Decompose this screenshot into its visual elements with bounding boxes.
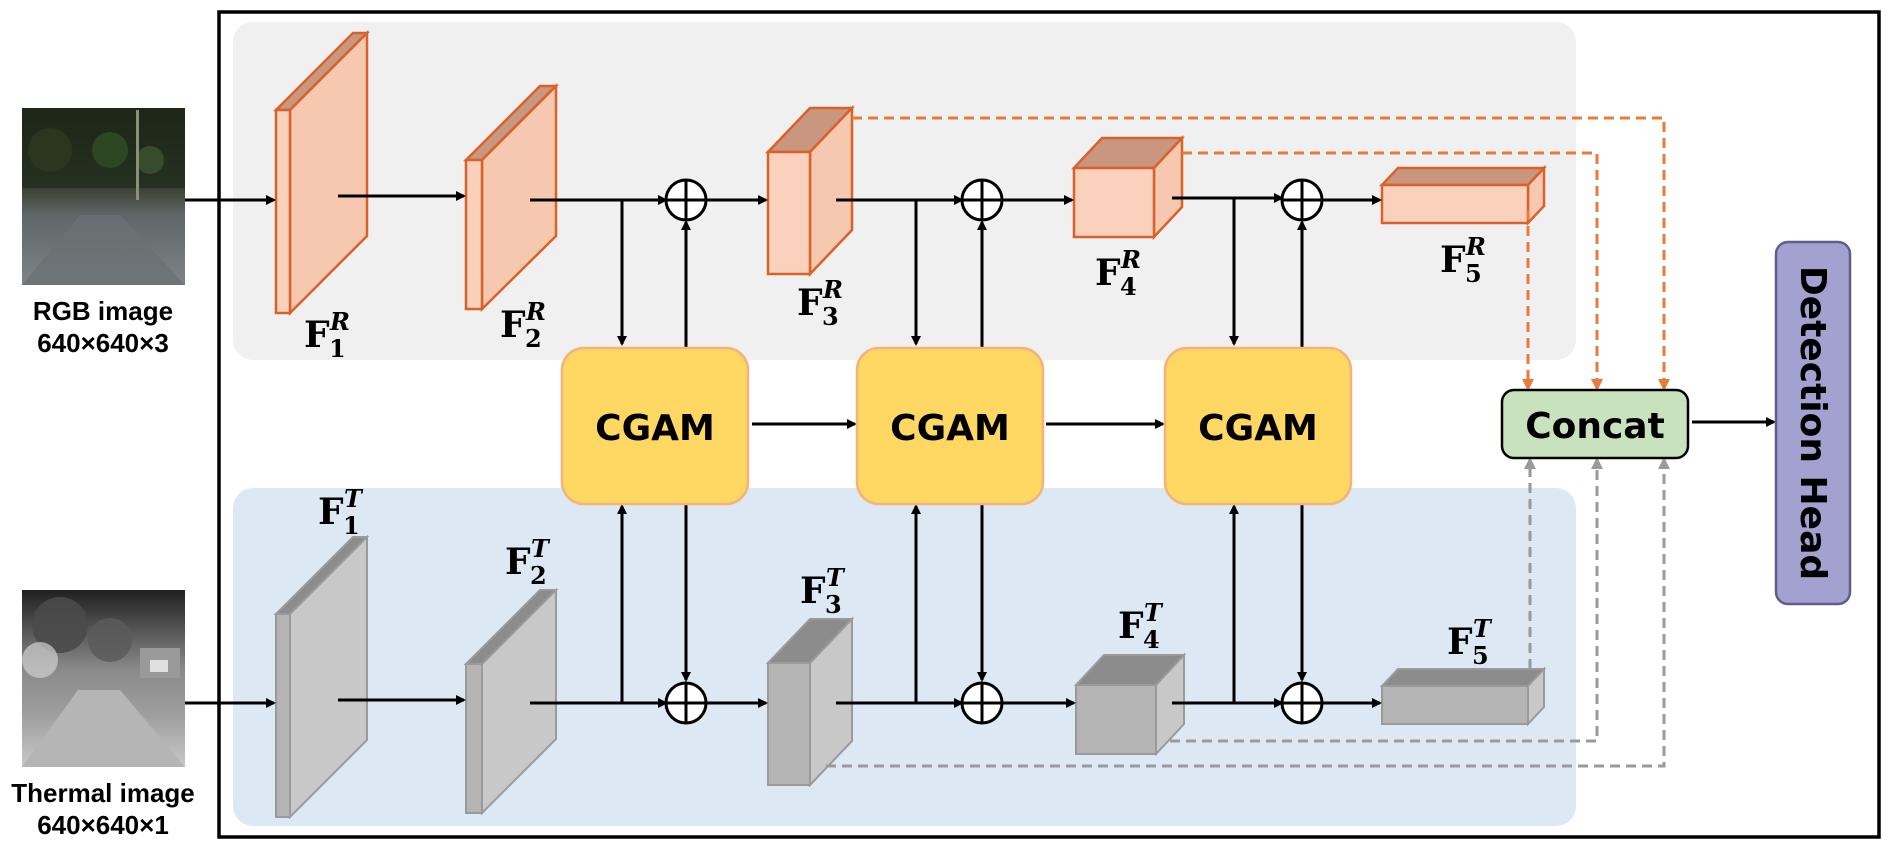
feature-label-rgb-2: F 2 R — [500, 297, 546, 353]
feature-block-thermal-1 — [273, 534, 370, 820]
feature-label-main: F — [1095, 252, 1121, 294]
cgam-module-2: CGAM — [855, 346, 1045, 506]
outer-frame — [217, 10, 1881, 839]
feature-label-sup: T — [344, 484, 364, 513]
thermal-stream-panel — [233, 488, 1576, 826]
feature-block-thermal-2 — [463, 587, 559, 816]
feature-label-rgb-5: F 5 R — [1440, 232, 1486, 288]
rgb-stream-arrows — [185, 191, 1382, 348]
thermal-dashed-connections — [826, 457, 1670, 768]
thermal-input-label: Thermal image — [11, 778, 195, 808]
cgam-label: CGAM — [1198, 408, 1318, 449]
feature-label-main: F — [500, 304, 526, 346]
feature-label-sup: R — [525, 297, 546, 326]
feature-label-sub: 5 — [1472, 641, 1489, 670]
thermal-input-size: 640×640×1 — [37, 810, 169, 840]
feature-label-sub: 3 — [825, 590, 842, 619]
feature-label-thermal-4: F 4 T — [1118, 598, 1164, 654]
sum-node-thermal-3 — [1280, 681, 1324, 725]
feature-label-sub: 4 — [1120, 272, 1137, 301]
rgb-stream-panel — [233, 22, 1576, 360]
feature-block-thermal-3 — [765, 616, 855, 788]
cgam-label: CGAM — [890, 408, 1010, 449]
feature-label-main: F — [800, 570, 826, 612]
feature-label-sup: T — [1473, 614, 1493, 643]
concat-label: Concat — [1525, 406, 1665, 447]
feature-label-sup: T — [531, 534, 551, 563]
feature-label-thermal-2: F 2 T — [505, 534, 551, 590]
feature-label-rgb-1: F 1 R — [304, 307, 350, 363]
feature-block-thermal-5 — [1379, 666, 1547, 727]
rgb-input-label: RGB image — [33, 296, 173, 326]
sum-node-thermal-2 — [960, 681, 1004, 725]
feature-label-main: F — [1118, 605, 1144, 647]
feature-label-thermal-3: F 3 T — [800, 563, 846, 619]
feature-label-thermal-1: F 1 T — [318, 484, 364, 540]
feature-block-rgb-1 — [272, 29, 371, 317]
sum-node-rgb-3 — [1280, 178, 1324, 222]
sum-node-rgb-1 — [664, 178, 708, 222]
feature-label-main: F — [797, 282, 823, 324]
feature-label-rgb-4: F 4 R — [1095, 245, 1141, 301]
feature-label-sub: 5 — [1465, 259, 1482, 288]
feature-label-sub: 2 — [525, 324, 542, 353]
feature-block-thermal-4 — [1073, 652, 1187, 757]
feature-label-main: F — [505, 541, 531, 583]
feature-label-sub: 1 — [329, 334, 346, 363]
rgb-dashed-connections — [852, 116, 1670, 391]
feature-label-sub: 4 — [1143, 625, 1160, 654]
feature-label-sub: 2 — [530, 561, 547, 590]
feature-label-sup: R — [329, 307, 350, 336]
feature-label-main: F — [1440, 239, 1466, 281]
feature-label-main: F — [304, 314, 330, 356]
detection-head-label: Detection Head — [1792, 266, 1833, 580]
feature-label-sup: T — [1144, 598, 1164, 627]
feature-label-rgb-3: F 3 R — [797, 275, 843, 331]
sum-node-thermal-1 — [664, 681, 708, 725]
feature-label-thermal-5: F 5 T — [1447, 614, 1493, 670]
feature-block-rgb-4 — [1071, 134, 1185, 241]
feature-label-sup: T — [826, 563, 846, 592]
feature-block-rgb-5 — [1379, 164, 1547, 227]
feature-block-rgb-2 — [462, 82, 560, 312]
detection-head: Detection Head — [1774, 240, 1852, 606]
concat-module: Concat — [1500, 388, 1690, 460]
feature-block-rgb-3 — [765, 104, 855, 278]
sum-node-rgb-2 — [960, 178, 1004, 222]
feature-label-sup: R — [1120, 245, 1141, 274]
rgb-input-size: 640×640×3 — [37, 328, 169, 358]
feature-label-sub: 1 — [343, 511, 360, 540]
thermal-stream-arrows — [185, 504, 1382, 708]
feature-label-sub: 3 — [822, 302, 839, 331]
cgam-module-3: CGAM — [1163, 346, 1353, 506]
feature-label-main: F — [318, 491, 344, 533]
feature-label-sup: R — [1465, 232, 1486, 261]
cgam-label: CGAM — [595, 408, 715, 449]
rgb-input-image — [22, 108, 185, 285]
cgam-chain-arrows — [752, 417, 1776, 429]
feature-label-sup: R — [822, 275, 843, 304]
thermal-input-image — [22, 590, 185, 767]
feature-label-main: F — [1447, 621, 1473, 663]
cgam-module-1: CGAM — [560, 346, 750, 506]
